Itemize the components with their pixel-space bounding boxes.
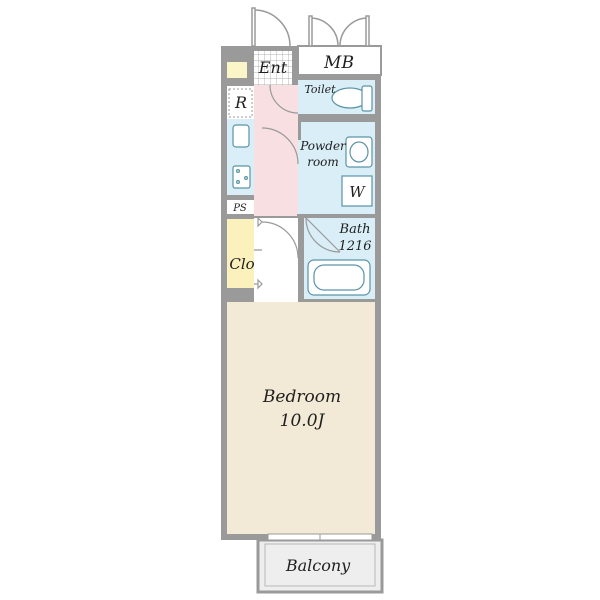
bedroom-floor <box>227 302 375 534</box>
bathtub-icon <box>307 259 371 296</box>
meter-box-label: MB <box>323 53 354 73</box>
toilet-label: Toilet <box>304 83 336 96</box>
balcony-label: Balcony <box>285 556 351 575</box>
washer-icon <box>341 175 373 207</box>
sink-icon <box>345 136 373 168</box>
powder-room-label-2: room <box>307 155 339 169</box>
toilet-icon <box>331 85 373 112</box>
bedroom-label: Bedroom <box>262 387 341 407</box>
powder-room-label-1: Powder <box>299 139 347 153</box>
refrigerator-label: R <box>234 93 247 112</box>
stove-icon <box>232 165 251 189</box>
interior-doors <box>254 84 341 290</box>
entrance-floor <box>254 51 292 85</box>
balcony <box>256 538 384 594</box>
bedroom-size-label: 10.0J <box>280 411 326 431</box>
bath-label: Bath <box>339 222 371 237</box>
refrigerator-icon <box>228 88 253 118</box>
refrigerator-space <box>227 86 254 119</box>
entrance-label: Ent <box>258 58 288 77</box>
closet-area <box>227 219 254 288</box>
hallway-floor <box>254 85 298 216</box>
closet-label: Clo <box>229 255 254 273</box>
meter-box-doors <box>308 15 370 47</box>
pipe-space-label: PS <box>232 203 247 214</box>
bedroom-window <box>267 533 373 541</box>
closet-passage <box>254 218 298 302</box>
interior-walls <box>227 46 375 302</box>
washer-label: W <box>349 183 366 201</box>
entrance-door <box>251 7 291 47</box>
meter-box-area <box>297 45 382 76</box>
bath-size-label: 1216 <box>338 239 371 254</box>
shoe-cabinet <box>227 62 247 78</box>
pipe-space <box>227 200 254 214</box>
kitchen-sink-icon <box>232 124 250 148</box>
